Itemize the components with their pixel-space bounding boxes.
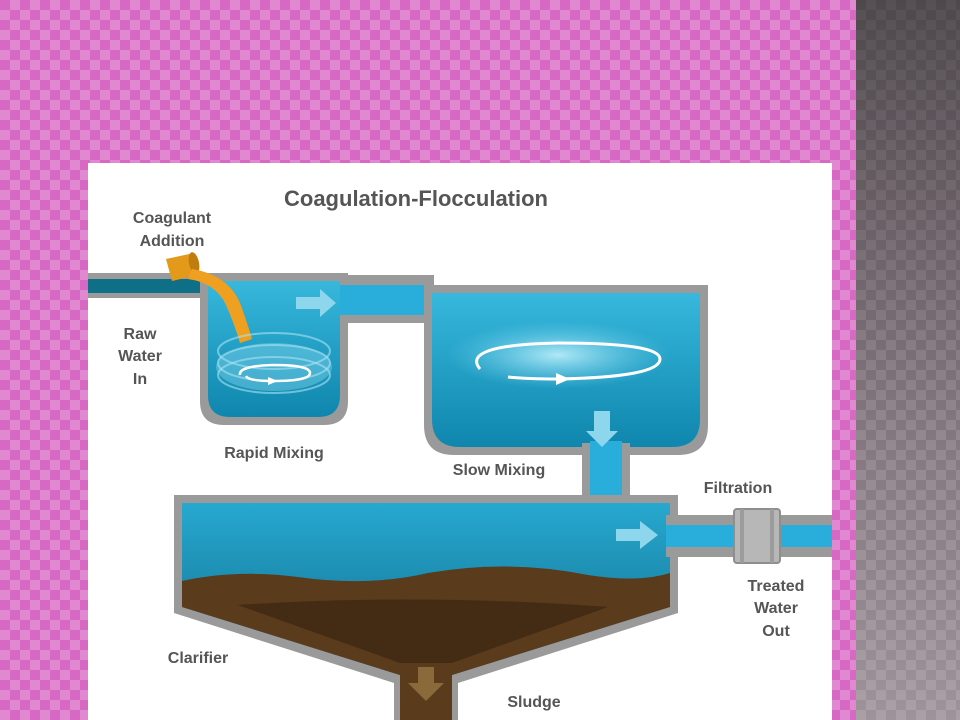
label-clarifier: Clarifier xyxy=(168,650,228,667)
flow-arrow-right-2 xyxy=(616,521,658,549)
filter-unit xyxy=(733,508,781,564)
label-sludge: Sludge xyxy=(507,694,560,711)
label-rapid-mixing: Rapid Mixing xyxy=(224,445,324,462)
connector-pipe-water xyxy=(340,285,434,315)
side-decoration-strip xyxy=(856,0,960,720)
label-slow-mixing: Slow Mixing xyxy=(453,462,545,479)
label-coagulant-1: Coagulant xyxy=(133,210,212,227)
rapid-swirl-ring-low xyxy=(217,356,331,394)
label-raw-water-3: In xyxy=(133,371,147,388)
coagulation-diagram: Coagulation-Flocculation xyxy=(88,186,832,720)
filter-flange-right xyxy=(770,509,774,563)
label-coagulant-2: Addition xyxy=(140,233,205,250)
diagram-title: Coagulation-Flocculation xyxy=(284,186,548,211)
slow-swirl-arrow xyxy=(475,341,662,381)
flow-arrow-down xyxy=(586,411,618,447)
label-treated-water-2: Water xyxy=(754,600,798,617)
label-treated-water-3: Out xyxy=(762,623,790,640)
coagulant-stream xyxy=(188,269,252,343)
label-filtration: Filtration xyxy=(704,480,772,497)
rapid-swirl-arrowhead xyxy=(268,377,278,385)
sludge-shadow xyxy=(238,599,608,663)
inlet-pipe-water xyxy=(88,279,208,293)
label-raw-water-2: Water xyxy=(118,348,162,365)
rapid-swirl-arrow xyxy=(238,363,312,383)
slow-swirl-glow xyxy=(446,321,670,389)
coagulant-pipe-mouth xyxy=(188,252,200,274)
label-raw-water-1: Raw xyxy=(124,326,157,343)
filter-flange-left xyxy=(740,509,744,563)
label-treated-water-1: Treated xyxy=(748,578,805,595)
slow-swirl-arrowhead xyxy=(556,373,570,385)
diagram-panel: Coagulation-Flocculation xyxy=(88,163,832,720)
flow-arrow-right-1 xyxy=(296,289,336,317)
sludge-arrow-down xyxy=(408,667,444,701)
rapid-swirl-ring-top xyxy=(217,332,331,370)
